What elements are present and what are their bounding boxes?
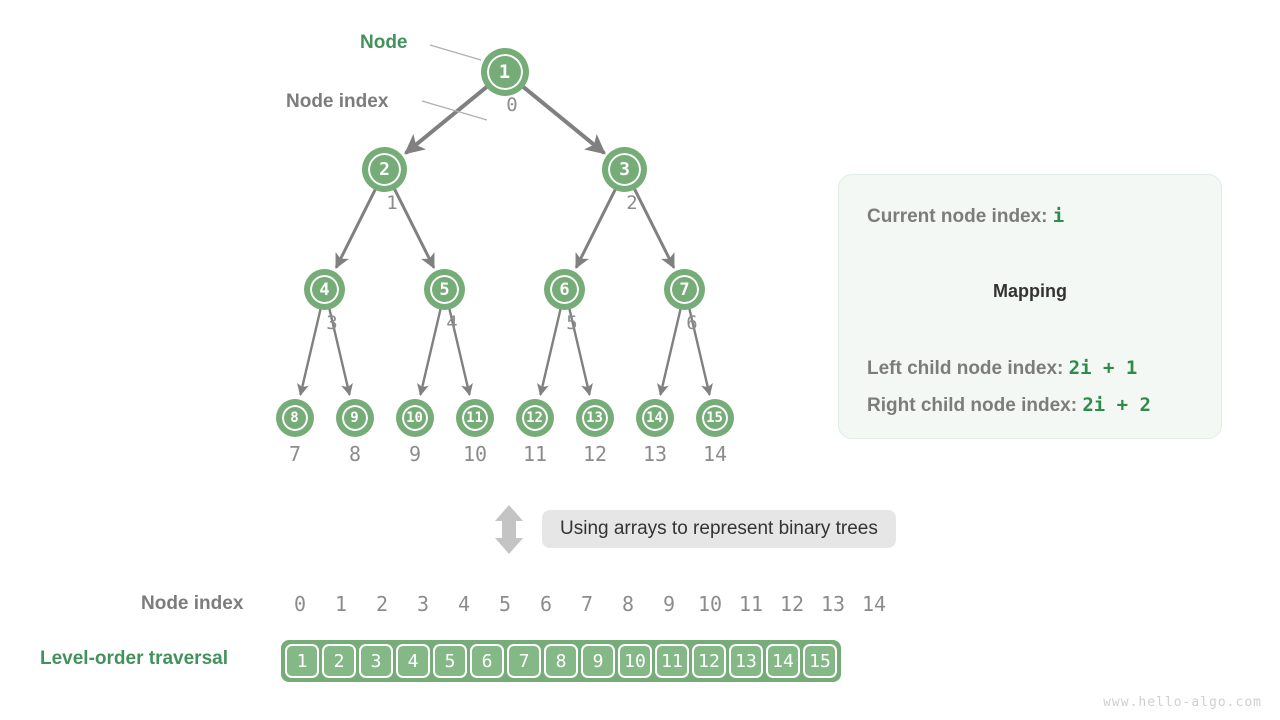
node-index-label-6: 6	[686, 312, 698, 334]
left-child-line: Left child node index: 2i + 1	[867, 357, 1137, 380]
level-order-traversal-label: Level-order traversal	[40, 648, 228, 669]
leader-line-node-index	[421, 100, 488, 121]
node-index-label-14: 14	[702, 442, 728, 466]
tree-node-10: 10	[399, 402, 430, 433]
tree-edge-1-2	[404, 84, 490, 155]
array-index-11: 11	[738, 592, 764, 616]
tree-node-9: 9	[339, 402, 370, 433]
watermark: www.hello-algo.com	[1103, 695, 1262, 710]
array-cell-4: 5	[433, 644, 467, 678]
array-index-3: 3	[416, 592, 430, 616]
left-child-label: Left child node index:	[867, 358, 1069, 379]
node-index-label-4: 4	[446, 312, 458, 334]
tree-edge-3-6	[575, 187, 618, 269]
array-index-13: 13	[820, 592, 846, 616]
array-index-1: 1	[334, 592, 348, 616]
tree-node-3: 3	[606, 151, 643, 188]
tree-edge-2-4	[335, 187, 378, 269]
annotation-node-index-label: Node index	[286, 91, 389, 112]
mapping-info-box: Current node index: i Left child node in…	[838, 174, 1222, 439]
node-index-label-3: 3	[326, 312, 338, 334]
node-index-label-10: 10	[462, 442, 488, 466]
array-index-4: 4	[457, 592, 471, 616]
node-index-label-1: 1	[386, 192, 398, 214]
array-cell-11: 12	[692, 644, 726, 678]
array-index-6: 6	[539, 592, 553, 616]
array-index-8: 8	[621, 592, 635, 616]
right-child-label: Right child node index:	[867, 395, 1083, 416]
node-index-label-11: 11	[522, 442, 548, 466]
array-index-14: 14	[861, 592, 887, 616]
tree-node-15: 15	[699, 402, 730, 433]
node-index-label-2: 2	[626, 192, 638, 214]
current-node-index-formula: i	[1052, 205, 1065, 227]
caption-text: Using arrays to represent binary trees	[560, 518, 878, 539]
tree-node-6: 6	[548, 273, 581, 306]
array-cell-7: 8	[544, 644, 578, 678]
array-cell-9: 10	[618, 644, 652, 678]
node-index-label-0: 0	[506, 94, 518, 116]
right-child-line: Right child node index: 2i + 2	[867, 394, 1151, 417]
tree-node-11: 11	[459, 402, 490, 433]
node-index-label-12: 12	[582, 442, 608, 466]
array-cell-5: 6	[470, 644, 504, 678]
array-cell-13: 14	[766, 644, 800, 678]
tree-node-1: 1	[484, 51, 525, 92]
array-cell-10: 11	[655, 644, 689, 678]
array-cell-1: 2	[322, 644, 356, 678]
array-index-0: 0	[293, 592, 307, 616]
annotation-node-label: Node	[360, 32, 408, 53]
left-child-formula: 2i + 1	[1068, 357, 1138, 379]
array-index-5: 5	[498, 592, 512, 616]
tree-node-8: 8	[279, 402, 310, 433]
array-index-10: 10	[697, 592, 723, 616]
right-child-formula: 2i + 2	[1082, 394, 1151, 416]
tree-node-4: 4	[308, 273, 341, 306]
array-cell-14: 15	[803, 644, 837, 678]
double-arrow-icon	[495, 505, 523, 554]
current-node-index-label: Current node index:	[867, 206, 1053, 227]
node-index-label-5: 5	[566, 312, 578, 334]
current-node-index-line: Current node index: i	[867, 205, 1064, 228]
tree-edge-1-3	[520, 84, 606, 155]
array-cell-0: 1	[285, 644, 319, 678]
array-index-9: 9	[662, 592, 676, 616]
tree-node-14: 14	[639, 402, 670, 433]
tree-edges	[297, 84, 713, 397]
tree-node-13: 13	[579, 402, 610, 433]
node-index-label-13: 13	[642, 442, 668, 466]
array-cell-2: 3	[359, 644, 393, 678]
leader-line-node	[429, 44, 482, 61]
mapping-label: Mapping	[993, 281, 1067, 301]
array-index-12: 12	[779, 592, 805, 616]
node-index-label-8: 8	[348, 442, 362, 466]
tree-node-7: 7	[668, 273, 701, 306]
array-index-2: 2	[375, 592, 389, 616]
array-cell-8: 9	[581, 644, 615, 678]
tree-node-5: 5	[428, 273, 461, 306]
tree-node-12: 12	[519, 402, 550, 433]
array-node-index-label: Node index	[141, 593, 244, 614]
array-index-7: 7	[580, 592, 594, 616]
array-cell-3: 4	[396, 644, 430, 678]
node-index-label-7: 7	[288, 442, 302, 466]
caption-pill: Using arrays to represent binary trees	[542, 510, 896, 548]
tree-node-2: 2	[366, 151, 403, 188]
array-cell-6: 7	[507, 644, 541, 678]
array-cell-12: 13	[729, 644, 763, 678]
node-index-label-9: 9	[408, 442, 422, 466]
